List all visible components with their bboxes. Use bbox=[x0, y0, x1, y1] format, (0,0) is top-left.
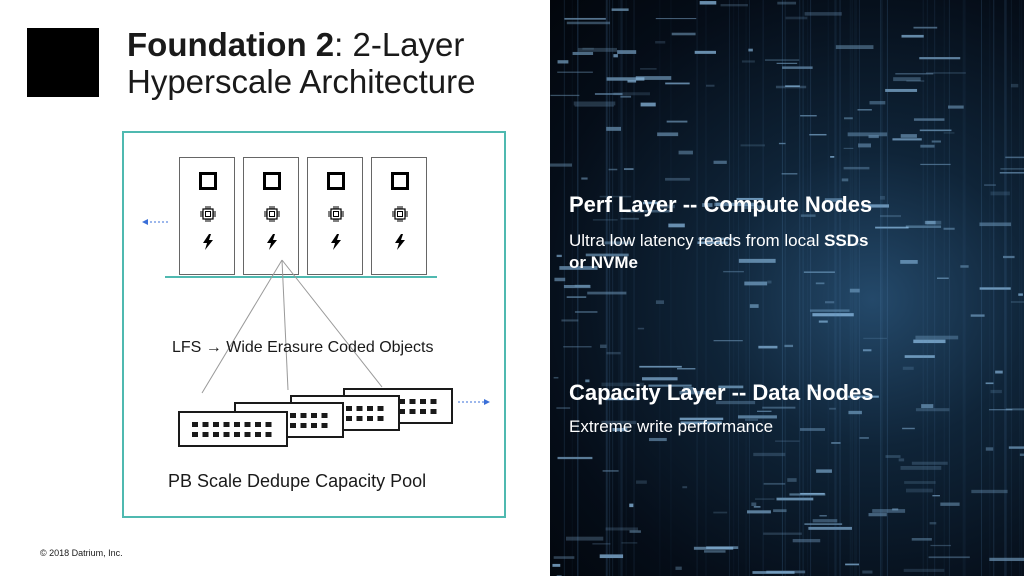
data-streaks bbox=[550, 0, 1024, 576]
compute-baseline bbox=[165, 276, 437, 278]
square-icon bbox=[199, 172, 217, 190]
flow-label: LFS → Wide Erasure Coded Objects bbox=[172, 339, 434, 356]
compute-node bbox=[179, 157, 235, 275]
compute-node bbox=[243, 157, 299, 275]
cpu-icon bbox=[392, 206, 408, 222]
title-bold: Foundation 2 bbox=[127, 26, 335, 63]
capacity-layer-description: Extreme write performance bbox=[569, 417, 774, 436]
architecture-diagram-frame bbox=[122, 131, 506, 518]
title-rest: : 2-Layer Hyperscale Architecture bbox=[127, 26, 476, 100]
slide-title: Foundation 2: 2-Layer Hyperscale Archite… bbox=[127, 26, 547, 100]
square-icon bbox=[263, 172, 281, 190]
perf-layer-heading: Perf Layer -- Compute Nodes bbox=[569, 192, 873, 217]
compute-node bbox=[307, 157, 363, 275]
square-icon bbox=[327, 172, 345, 190]
arrow-left-icon bbox=[142, 219, 170, 225]
cpu-icon bbox=[328, 206, 344, 222]
copyright-text: © 2018 Datrium, Inc. bbox=[40, 548, 123, 558]
cpu-icon bbox=[264, 206, 280, 222]
square-icon bbox=[391, 172, 409, 190]
data-node-tray bbox=[178, 411, 288, 447]
bolt-icon bbox=[203, 234, 213, 250]
perf-layer-description: Ultra low latency reads from local SSDs … bbox=[569, 231, 869, 272]
capacity-layer-heading: Capacity Layer -- Data Nodes bbox=[569, 380, 874, 405]
cpu-icon bbox=[200, 206, 216, 222]
company-logo bbox=[27, 28, 99, 97]
compute-node bbox=[371, 157, 427, 275]
bolt-icon bbox=[331, 234, 341, 250]
bolt-icon bbox=[267, 234, 277, 250]
data-background-image bbox=[550, 0, 1024, 576]
arrow-right-icon bbox=[458, 399, 490, 405]
connector-lines bbox=[201, 259, 383, 394]
pool-label: PB Scale Dedupe Capacity Pool bbox=[168, 471, 427, 491]
drive-slots bbox=[192, 422, 272, 437]
bolt-icon bbox=[395, 234, 405, 250]
